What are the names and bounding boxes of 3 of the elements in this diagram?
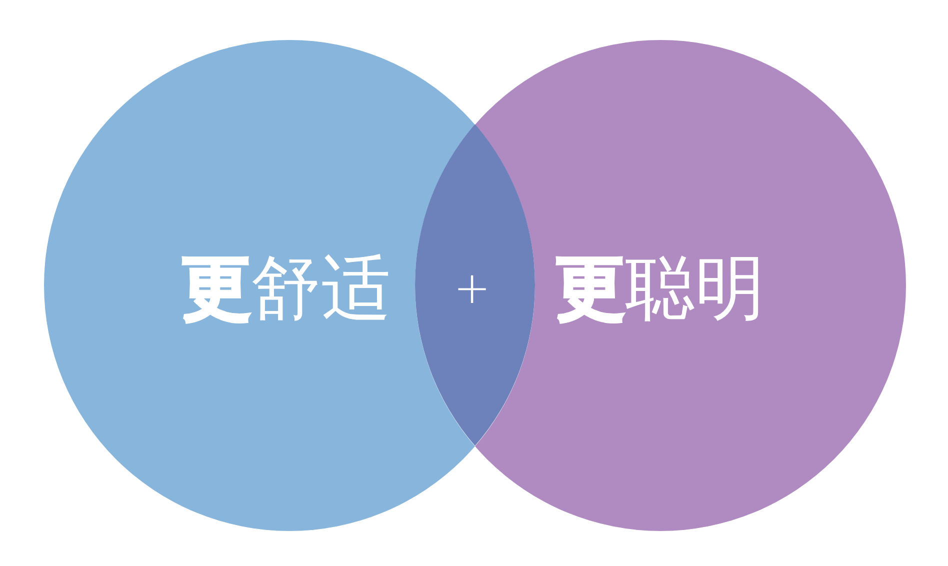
venn-label: 更聪明	[555, 253, 765, 323]
venn-label: 更舒适	[181, 253, 391, 323]
plus-sign: +	[454, 267, 490, 311]
